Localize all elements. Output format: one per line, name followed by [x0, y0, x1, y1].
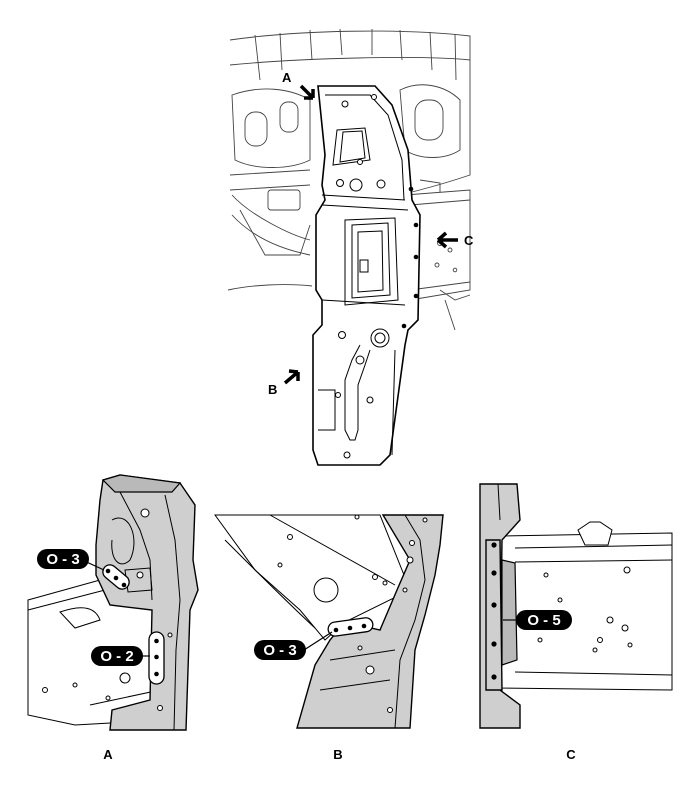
arrow-a-icon [299, 84, 315, 100]
detail-b: O - 3 B [214, 514, 444, 762]
main-view: A B C [227, 28, 474, 466]
detail-a: O - 3 O - 2 A [27, 474, 199, 762]
arrow-b-icon [283, 369, 300, 385]
svg-text:O - 2: O - 2 [100, 648, 133, 665]
svg-text:O - 5: O - 5 [527, 612, 560, 629]
tag-a-o2: O - 2 [91, 646, 150, 666]
arrow-c-icon [436, 231, 458, 249]
detail-b-caption: B [333, 747, 342, 762]
background-structure [227, 28, 471, 331]
bracket-part [312, 85, 421, 466]
svg-text:O - 3: O - 3 [46, 551, 79, 568]
detail-a-caption: A [103, 747, 113, 762]
arrow-c-label: C [464, 233, 474, 248]
arrow-b-label: B [268, 382, 277, 397]
detail-c-caption: C [566, 747, 576, 762]
tag-a-o3: O - 3 [37, 549, 105, 571]
arrow-a-label: A [282, 70, 292, 85]
tag-c-o5: O - 5 [503, 610, 572, 630]
detail-c: O - 5 C [479, 483, 673, 762]
svg-text:O - 3: O - 3 [263, 642, 296, 659]
tag-b-o3: O - 3 [254, 631, 333, 660]
